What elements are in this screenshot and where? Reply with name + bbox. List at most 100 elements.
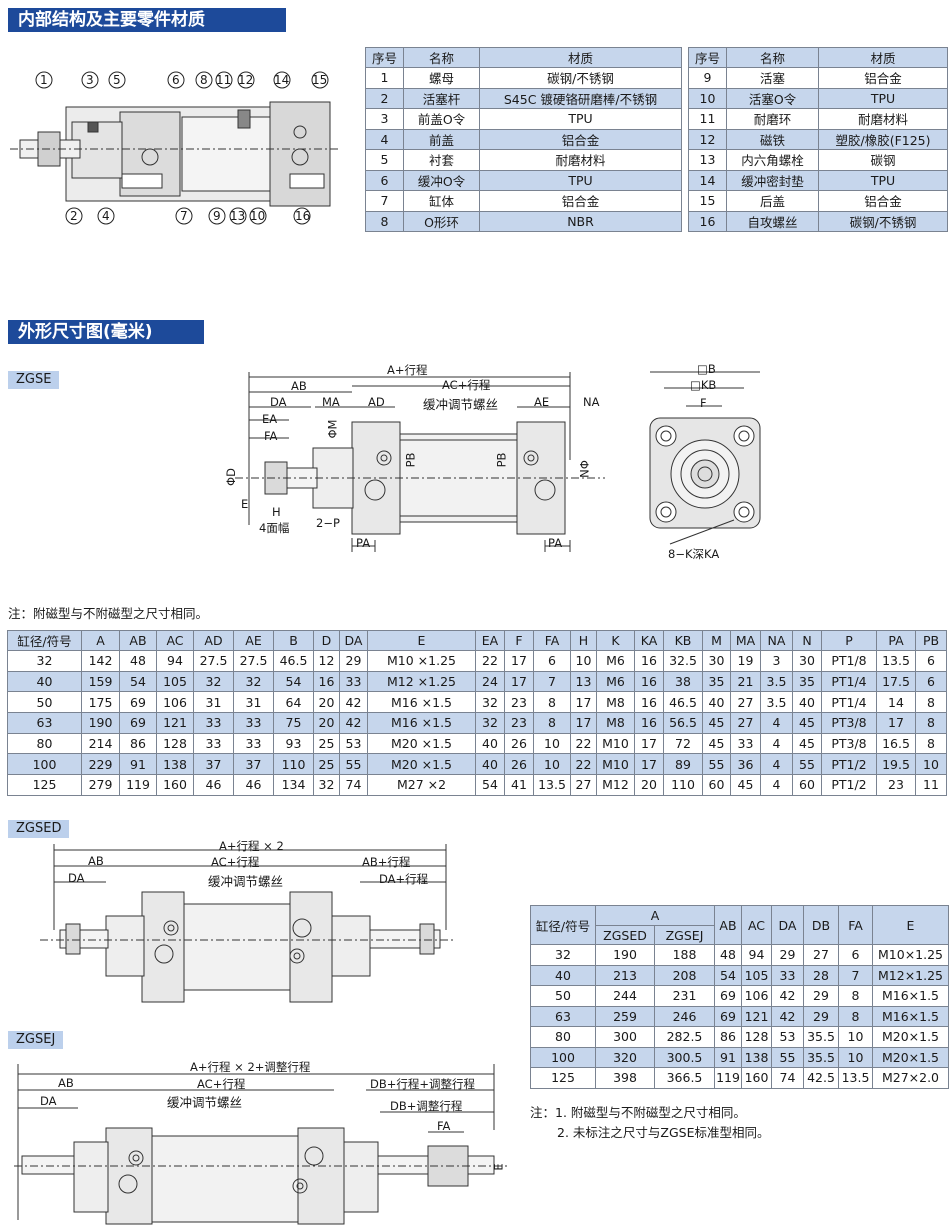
table-cell: 121 (741, 1005, 772, 1027)
table-cell: 46 (193, 774, 234, 796)
zgsed-dim-da-stroke: DA+行程 (379, 872, 429, 886)
table-cell: PT1/4 (821, 670, 877, 693)
table-cell: 碳钢 (818, 149, 948, 171)
table-cell: 32 (475, 712, 505, 734)
table-header: P (821, 630, 877, 651)
table-cell: 94 (741, 944, 772, 966)
table-cell: 125 (7, 774, 82, 796)
section-title-structure: 内部结构及主要零件材质 (8, 8, 286, 32)
dim-na: NA (583, 395, 600, 409)
table-cell: 190 (595, 944, 655, 966)
header-zgsed: ZGSED (595, 925, 655, 945)
table-cell: TPU (479, 169, 682, 191)
table-cell: 12 (313, 650, 340, 672)
table-cell: 33 (193, 732, 234, 755)
table-cell: 14 (688, 169, 727, 191)
table-cell: 138 (741, 1046, 772, 1068)
table-cell: 190 (81, 712, 120, 734)
table-cell: 20 (634, 774, 664, 796)
table-cell: 8 (915, 691, 947, 714)
table-cell: 22 (570, 732, 597, 755)
header-material: 材质 (479, 47, 682, 68)
table-cell: 175 (81, 691, 120, 714)
header-e: E (872, 905, 949, 945)
table-cell: 铝合金 (479, 190, 682, 212)
table-cell: 53 (339, 732, 368, 755)
header-ac: AC (741, 905, 772, 945)
table-cell: 螺母 (403, 67, 480, 89)
callout-5: 5 (113, 73, 121, 87)
table-cell: 53 (771, 1026, 804, 1048)
dim-ac-stroke: AC+行程 (442, 378, 491, 392)
table-cell: 35 (702, 670, 731, 693)
table-cell: 32 (7, 650, 82, 672)
zgsed-dim-ac: AC+行程 (211, 855, 260, 869)
table-cell: 110 (663, 774, 703, 796)
table-cell: M16 ×1.5 (367, 691, 476, 714)
table-cell: 13.5 (533, 774, 571, 796)
table-cell: 塑胶/橡胶(F125) (818, 128, 948, 150)
table-cell: 29 (803, 1005, 839, 1027)
zgsej-dim-ac: AC+行程 (197, 1077, 246, 1091)
table-cell: M20 ×1.5 (367, 732, 476, 755)
dim-f: F (700, 396, 707, 410)
header-name: 名称 (726, 47, 819, 68)
label-zgsej: ZGSEJ (8, 1031, 64, 1049)
table-cell: 80 (530, 1026, 596, 1048)
table-cell: M12 (596, 774, 635, 796)
dim-phi-m: ΦM (325, 419, 340, 439)
table-cell: 54 (119, 670, 157, 693)
table-cell: 活塞杆 (403, 87, 480, 109)
table-cell: 16 (313, 670, 340, 693)
table-header: AE (233, 630, 274, 651)
table-cell: 320 (595, 1046, 655, 1068)
table-cell: 碳钢/不锈钢 (479, 67, 682, 89)
table-cell: 前盖O令 (403, 108, 480, 130)
table-cell: 64 (273, 691, 314, 714)
callout-9: 9 (213, 209, 221, 223)
table-cell: 17 (876, 712, 916, 734)
label-zgse: ZGSE (8, 371, 60, 389)
table-cell: NBR (479, 210, 682, 232)
table-cell: 32 (313, 774, 340, 796)
table-header: E (367, 630, 476, 651)
dim-phi-n: ΦN (576, 460, 591, 478)
dim-ae: AE (534, 395, 550, 409)
header-no: 序号 (688, 47, 727, 68)
table-cell: 72 (663, 732, 703, 755)
table-header: MA (730, 630, 761, 651)
header-fa: FA (838, 905, 873, 945)
table-cell: 14 (876, 691, 916, 714)
table-cell: 6 (365, 169, 404, 191)
table-cell: 110 (273, 753, 314, 776)
table-cell: 前盖 (403, 128, 480, 150)
table-cell: 91 (714, 1046, 742, 1068)
dim-2p: 2−P (316, 516, 340, 530)
table-cell: 6 (533, 650, 571, 672)
table-header: K (596, 630, 635, 651)
label-four-faces: 4面幅 (259, 521, 290, 535)
dim-ea: EA (262, 412, 278, 426)
table-cell: 3.5 (760, 691, 793, 714)
table-cell: 41 (504, 774, 534, 796)
table-cell: 69 (714, 985, 742, 1007)
table-header: N (792, 630, 822, 651)
table-cell: 40 (530, 964, 596, 986)
table-cell: 121 (156, 712, 194, 734)
table-cell: 17 (504, 670, 534, 693)
table-cell: 25 (313, 732, 340, 755)
table-cell: 17 (570, 691, 597, 714)
table-cell: 7 (365, 190, 404, 212)
zgse-side-view (235, 372, 605, 552)
